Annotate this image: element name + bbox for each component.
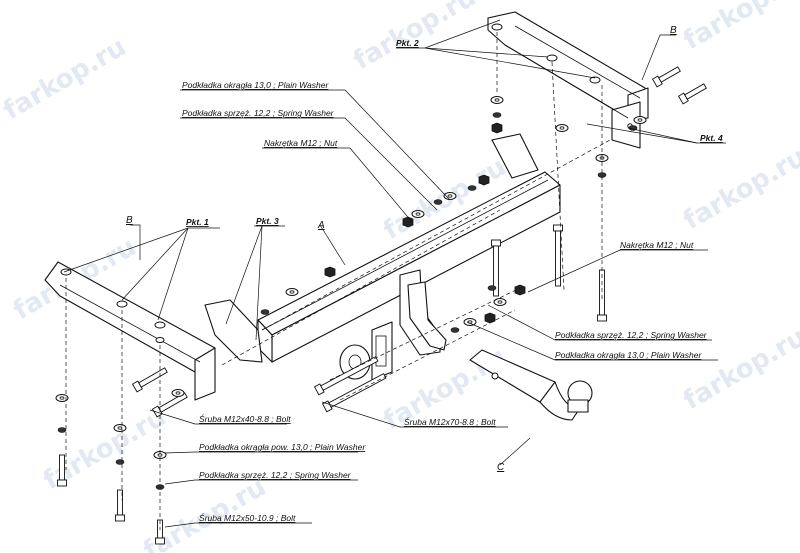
plain-washer [463, 318, 477, 326]
bolt-head [115, 514, 125, 522]
labels: Podkładka okrągła 13,0 ; Plain Washer Po… [126, 25, 723, 523]
horizontal-bolt [651, 66, 681, 88]
plain-washer [493, 298, 507, 306]
tow-ball-c [469, 349, 593, 421]
nut [514, 284, 526, 296]
plain-washer [113, 424, 127, 432]
label-plain-washer-bottom: Podkładka okrągła pow. 13,0 ; Plain Wash… [199, 442, 366, 452]
label-bolt-m12x40: Śruba M12x40-8.8 ; Bolt [199, 413, 291, 424]
plain-washer [285, 288, 299, 296]
spring-washer [450, 327, 460, 333]
label-plain-washer-top: Podkładka okrągła 13,0 ; Plain Washer [182, 80, 329, 90]
bolt-shank [138, 367, 168, 388]
plain-washer-hole [447, 194, 453, 198]
plain-washer-hole [559, 126, 565, 130]
right-bracket-b [487, 11, 649, 149]
plain-washer-hole [637, 118, 643, 122]
nut [402, 216, 414, 228]
bolt-shank [320, 356, 379, 391]
plain-washer-hole [59, 396, 65, 400]
bolt-head [155, 537, 165, 545]
bolt-shank [658, 66, 681, 83]
label-bolt-m12x50: Śruba M12x50-10.9 ; Bolt [199, 512, 296, 523]
label-letter-b-right: B [670, 25, 677, 36]
spring-washer [260, 309, 270, 315]
watermark-text: farkop.ru [679, 142, 800, 236]
hitch-mount-plates [339, 269, 447, 381]
spring-washer [467, 185, 477, 191]
horizontal-bolt [313, 356, 379, 396]
bolt-shank [684, 83, 707, 100]
label-letter-b-left: B [126, 215, 133, 226]
plain-washer-hole [415, 212, 421, 216]
horizontal-bolt [131, 367, 168, 393]
hardware-layer [55, 66, 707, 545]
plain-washer-hole [289, 290, 295, 294]
label-spring-washer-right: Podkładka sprzęż. 12,2 ; Spring Washer [555, 330, 708, 340]
assembly-axes [65, 32, 611, 530]
plain-washer [490, 96, 504, 104]
label-spring-washer-bottom: Podkładka sprzęż. 12,2 ; Spring Washer [199, 470, 352, 480]
spring-washer [115, 459, 125, 465]
plain-washer [411, 210, 425, 218]
plain-washer-hole [494, 98, 500, 102]
bolt-shank [555, 230, 561, 287]
left-bracket-b [44, 261, 216, 401]
label-letter-a: A [317, 220, 325, 231]
label-nut-right: Nakrętka M12 ; Nut [620, 240, 694, 250]
watermark-text: farkop.ru [679, 0, 800, 56]
nut [478, 174, 490, 186]
nut [324, 266, 336, 278]
plain-washer [171, 389, 185, 397]
label-pkt-2: Pkt. 2 [396, 38, 419, 48]
spring-washer [492, 112, 502, 118]
spring-washer [487, 285, 497, 291]
label-plain-washer-right: Podkładka okrągła 13,0 ; Plain Washer [555, 350, 702, 360]
plain-washer [55, 394, 69, 402]
label-pkt-1: Pkt. 1 [186, 217, 209, 227]
label-letter-c: C [497, 462, 505, 473]
label-bolt-m12x70: Śruba M12x70-8.8 ; Bolt [404, 416, 496, 427]
plain-washer-hole [175, 391, 181, 395]
bolt-shank [493, 245, 499, 297]
bolt-head [57, 479, 67, 487]
label-pkt-3: Pkt. 3 [256, 216, 279, 226]
spring-washer [433, 199, 443, 205]
bolt-shank [59, 454, 65, 481]
leader-lines [63, 19, 726, 528]
horizontal-bolt [677, 83, 707, 105]
plain-washer [633, 116, 647, 124]
label-nut-top: Nakrętka M12 ; Nut [264, 138, 338, 148]
horizontal-bolt [321, 373, 387, 413]
nut [491, 122, 503, 134]
watermark-text: farkop.ru [0, 32, 131, 126]
bolt-head [597, 314, 607, 322]
plain-washer [555, 124, 569, 132]
spring-washer [57, 427, 67, 433]
plain-washer-hole [497, 300, 503, 304]
plain-washer-hole [117, 426, 123, 430]
nut [484, 312, 496, 324]
bolt-shank [158, 392, 188, 413]
bolt-shank [328, 373, 387, 408]
label-spring-washer-top: Podkładka sprzęż. 12,2 ; Spring Washer [182, 108, 335, 118]
bolt-head [491, 239, 501, 247]
label-pkt-4: Pkt. 4 [700, 133, 723, 143]
horizontal-bolt [151, 392, 188, 418]
